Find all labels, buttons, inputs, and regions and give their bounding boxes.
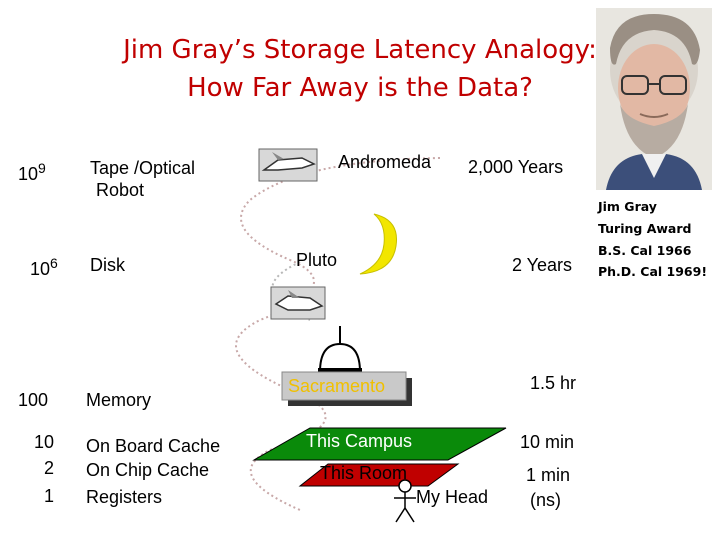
capitol-dome-icon bbox=[318, 326, 362, 374]
level-exponent: 9 bbox=[38, 160, 46, 176]
level-row-1: 109 bbox=[18, 160, 46, 185]
caption-line-4: Ph.D. Cal 1969! bbox=[598, 264, 708, 279]
level-row-5: 2 bbox=[44, 458, 55, 478]
jim-gray-photo bbox=[596, 8, 712, 190]
analogy-my-head: My Head bbox=[416, 487, 489, 507]
storage-tape-line2: Robot bbox=[96, 180, 145, 200]
moon-icon bbox=[359, 213, 398, 275]
analogy-pluto: Pluto bbox=[296, 250, 338, 270]
title-line-2: How Far Away is the Data? bbox=[187, 73, 533, 103]
analogy-andromeda: Andromeda bbox=[338, 152, 432, 172]
storage-onchip-cache: On Chip Cache bbox=[86, 460, 210, 480]
caption-line-1: Jim Gray bbox=[598, 199, 657, 214]
time-1-min: 1 min bbox=[526, 465, 571, 485]
level-base: 10 bbox=[30, 259, 51, 279]
sacramento-box bbox=[281, 371, 412, 406]
caption-line-3: B.S. Cal 1966 bbox=[598, 243, 692, 258]
time-ns: (ns) bbox=[530, 490, 561, 510]
time-2-years: 2 Years bbox=[512, 255, 573, 275]
time-10-min: 10 min bbox=[520, 432, 575, 452]
level-base: 10 bbox=[18, 164, 39, 184]
level-row-6: 1 bbox=[44, 486, 55, 506]
storage-disk: Disk bbox=[90, 255, 125, 275]
level-row-4: 10 bbox=[34, 432, 55, 452]
level-row-3: 100 bbox=[18, 390, 49, 410]
caption-line-2: Turing Award bbox=[598, 221, 692, 236]
stick-figure-icon bbox=[394, 479, 416, 523]
analogy-sacramento: Sacramento bbox=[288, 376, 386, 396]
storage-memory: Memory bbox=[86, 390, 152, 410]
analogy-room: This Room bbox=[320, 463, 408, 483]
level-exponent: 6 bbox=[50, 255, 58, 271]
title-line-1: Jim Gray’s Storage Latency Analogy: bbox=[123, 35, 597, 65]
airplane-icon bbox=[270, 286, 326, 320]
spaceship-icon bbox=[258, 148, 318, 182]
time-1-5-hr: 1.5 hr bbox=[530, 373, 577, 393]
storage-onboard-cache: On Board Cache bbox=[86, 436, 221, 456]
analogy-campus: This Campus bbox=[306, 431, 413, 451]
storage-registers: Registers bbox=[86, 487, 163, 507]
storage-tape: Tape /Optical bbox=[90, 158, 196, 178]
campus-room-platforms bbox=[252, 427, 507, 487]
level-row-2: 106 bbox=[30, 255, 58, 280]
time-2000-years: 2,000 Years bbox=[468, 157, 564, 177]
